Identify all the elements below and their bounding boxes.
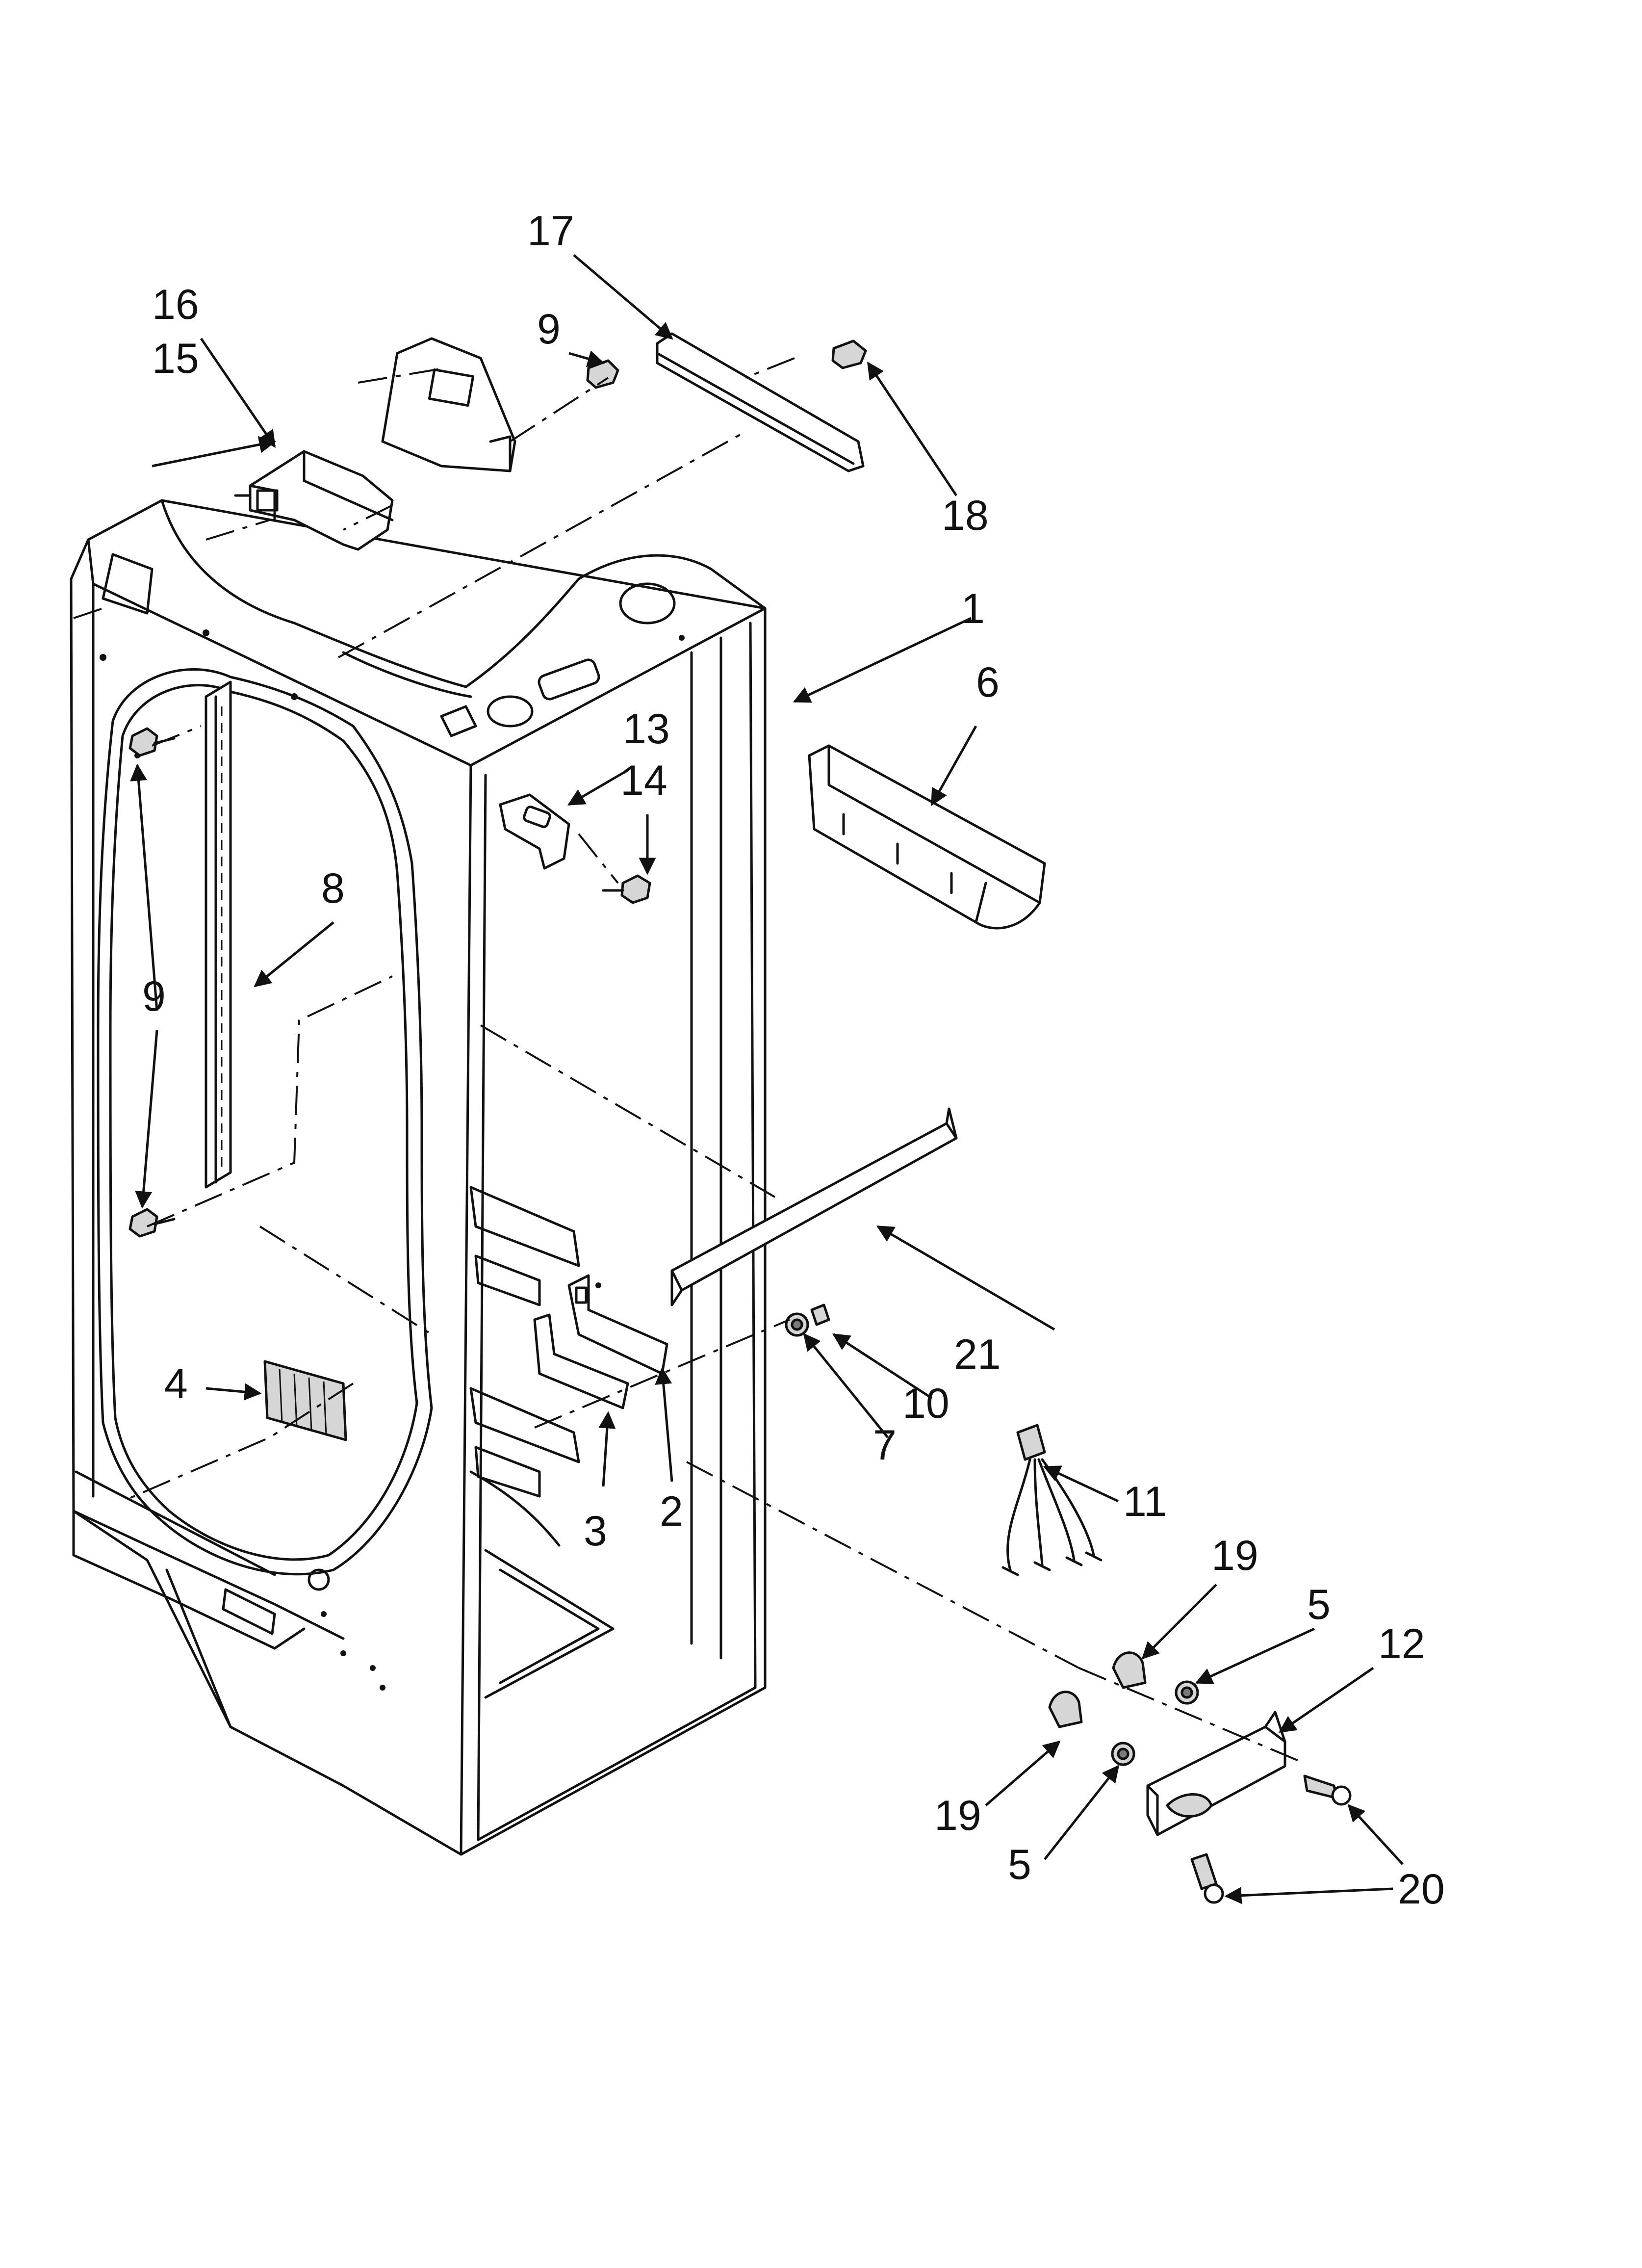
part-4-grille — [263, 1360, 347, 1441]
callout-19-upper: 19 — [1211, 1532, 1258, 1579]
part-3-bracket — [533, 1313, 629, 1409]
part-5-grommet-lower — [1111, 1742, 1135, 1766]
callout-labels: 1 6 16 15 9 17 18 13 14 8 9 4 3 2 21 10 … — [142, 208, 1445, 1913]
part-2-bracket — [567, 1274, 668, 1375]
callout-14: 14 — [620, 757, 667, 804]
part-5-grommet-upper — [1175, 1680, 1199, 1705]
part-7-knob — [785, 1312, 809, 1337]
callout-6: 6 — [976, 659, 1000, 706]
callout-19-lower: 19 — [934, 1792, 981, 1839]
callout-21: 21 — [954, 1331, 1001, 1378]
callout-5-lower: 5 — [1008, 1841, 1031, 1888]
callout-7: 7 — [873, 1422, 897, 1469]
callout-12: 12 — [1378, 1620, 1425, 1668]
callout-3: 3 — [584, 1508, 607, 1555]
callout-18: 18 — [942, 492, 989, 539]
callout-9-top: 9 — [537, 306, 561, 353]
callout-17: 17 — [527, 208, 574, 255]
part-18-screw — [831, 339, 867, 369]
leader-lines — [130, 254, 1404, 1904]
part-10-clip — [810, 1303, 830, 1326]
cabinet-liner — [70, 499, 767, 1856]
callout-9-left: 9 — [142, 973, 166, 1020]
callout-13: 13 — [623, 705, 670, 753]
assembly-lines — [73, 357, 1300, 1762]
callout-4: 4 — [164, 1360, 188, 1408]
part-12-housing — [1146, 1711, 1286, 1836]
part-20-screw-upper — [1303, 1774, 1352, 1806]
callout-5-upper: 5 — [1307, 1581, 1331, 1628]
part-9-screw-top — [586, 359, 619, 389]
callout-16: 16 — [152, 281, 199, 328]
part-19-cap-lower — [1048, 1691, 1083, 1728]
part-14-screw — [602, 874, 651, 904]
callout-20: 20 — [1398, 1866, 1445, 1913]
part-9-screw-lower — [128, 1208, 176, 1238]
part-11-wire-harness — [1001, 1424, 1103, 1576]
callout-15: 15 — [152, 335, 199, 382]
part-13-bracket — [499, 793, 570, 870]
part-6-channel — [808, 744, 1046, 930]
callout-11: 11 — [1123, 1478, 1167, 1525]
callout-1: 1 — [961, 585, 985, 632]
part-16-cover — [381, 337, 516, 472]
callout-10: 10 — [902, 1380, 949, 1427]
part-8-shelf-rail — [205, 680, 232, 1189]
callout-8: 8 — [321, 865, 345, 912]
part-19-cap-upper — [1112, 1651, 1147, 1689]
part-15-control-housing — [234, 450, 394, 551]
callout-2: 2 — [660, 1488, 683, 1535]
part-21-trim — [670, 1107, 958, 1306]
part-20-screw-lower — [1190, 1853, 1224, 1904]
